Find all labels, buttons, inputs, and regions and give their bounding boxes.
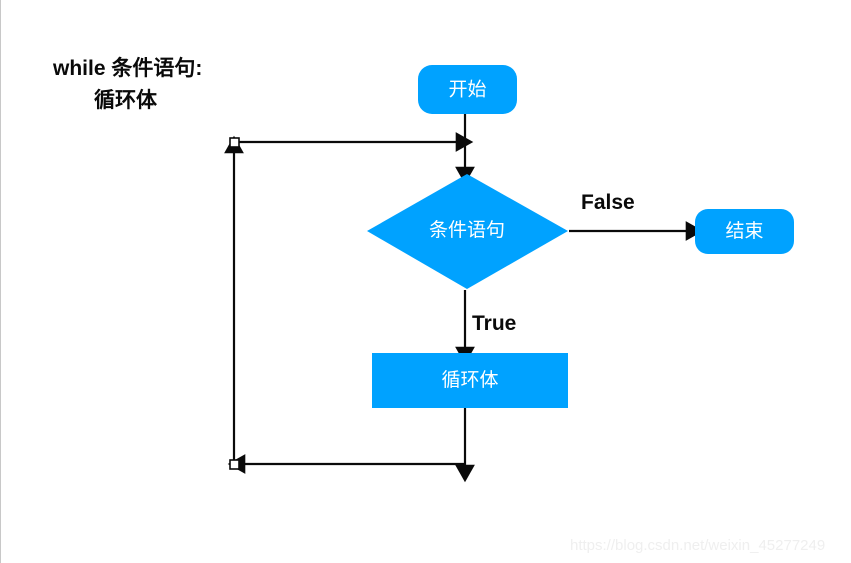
node-condition-label: 条件语句 (429, 219, 505, 241)
node-end[interactable]: 结束 (695, 209, 794, 254)
node-start-shape (418, 65, 517, 114)
node-end-label: 结束 (725, 220, 763, 242)
node-loop-body-label: 循环体 (441, 369, 498, 391)
node-end-shape (695, 209, 794, 254)
edge-label-false: False (581, 191, 635, 214)
code-line-while: while 条件语句: (52, 56, 202, 80)
loopback-bottom-corner-marker (229, 459, 240, 470)
node-condition[interactable]: 条件语句 (367, 174, 568, 289)
edge-label-true: True (472, 312, 516, 335)
watermark-label: https://blog.csdn.net/weixin_45277249 (570, 537, 825, 554)
node-condition-shape (367, 174, 568, 289)
code-line-body: 循环体 (94, 88, 158, 112)
loopback-top-corner-marker (229, 137, 240, 148)
node-loop-body-shape (372, 353, 568, 408)
node-loop-body[interactable]: 循环体 (372, 353, 568, 408)
node-start-label: 开始 (448, 79, 486, 101)
node-start[interactable]: 开始 (418, 65, 517, 114)
